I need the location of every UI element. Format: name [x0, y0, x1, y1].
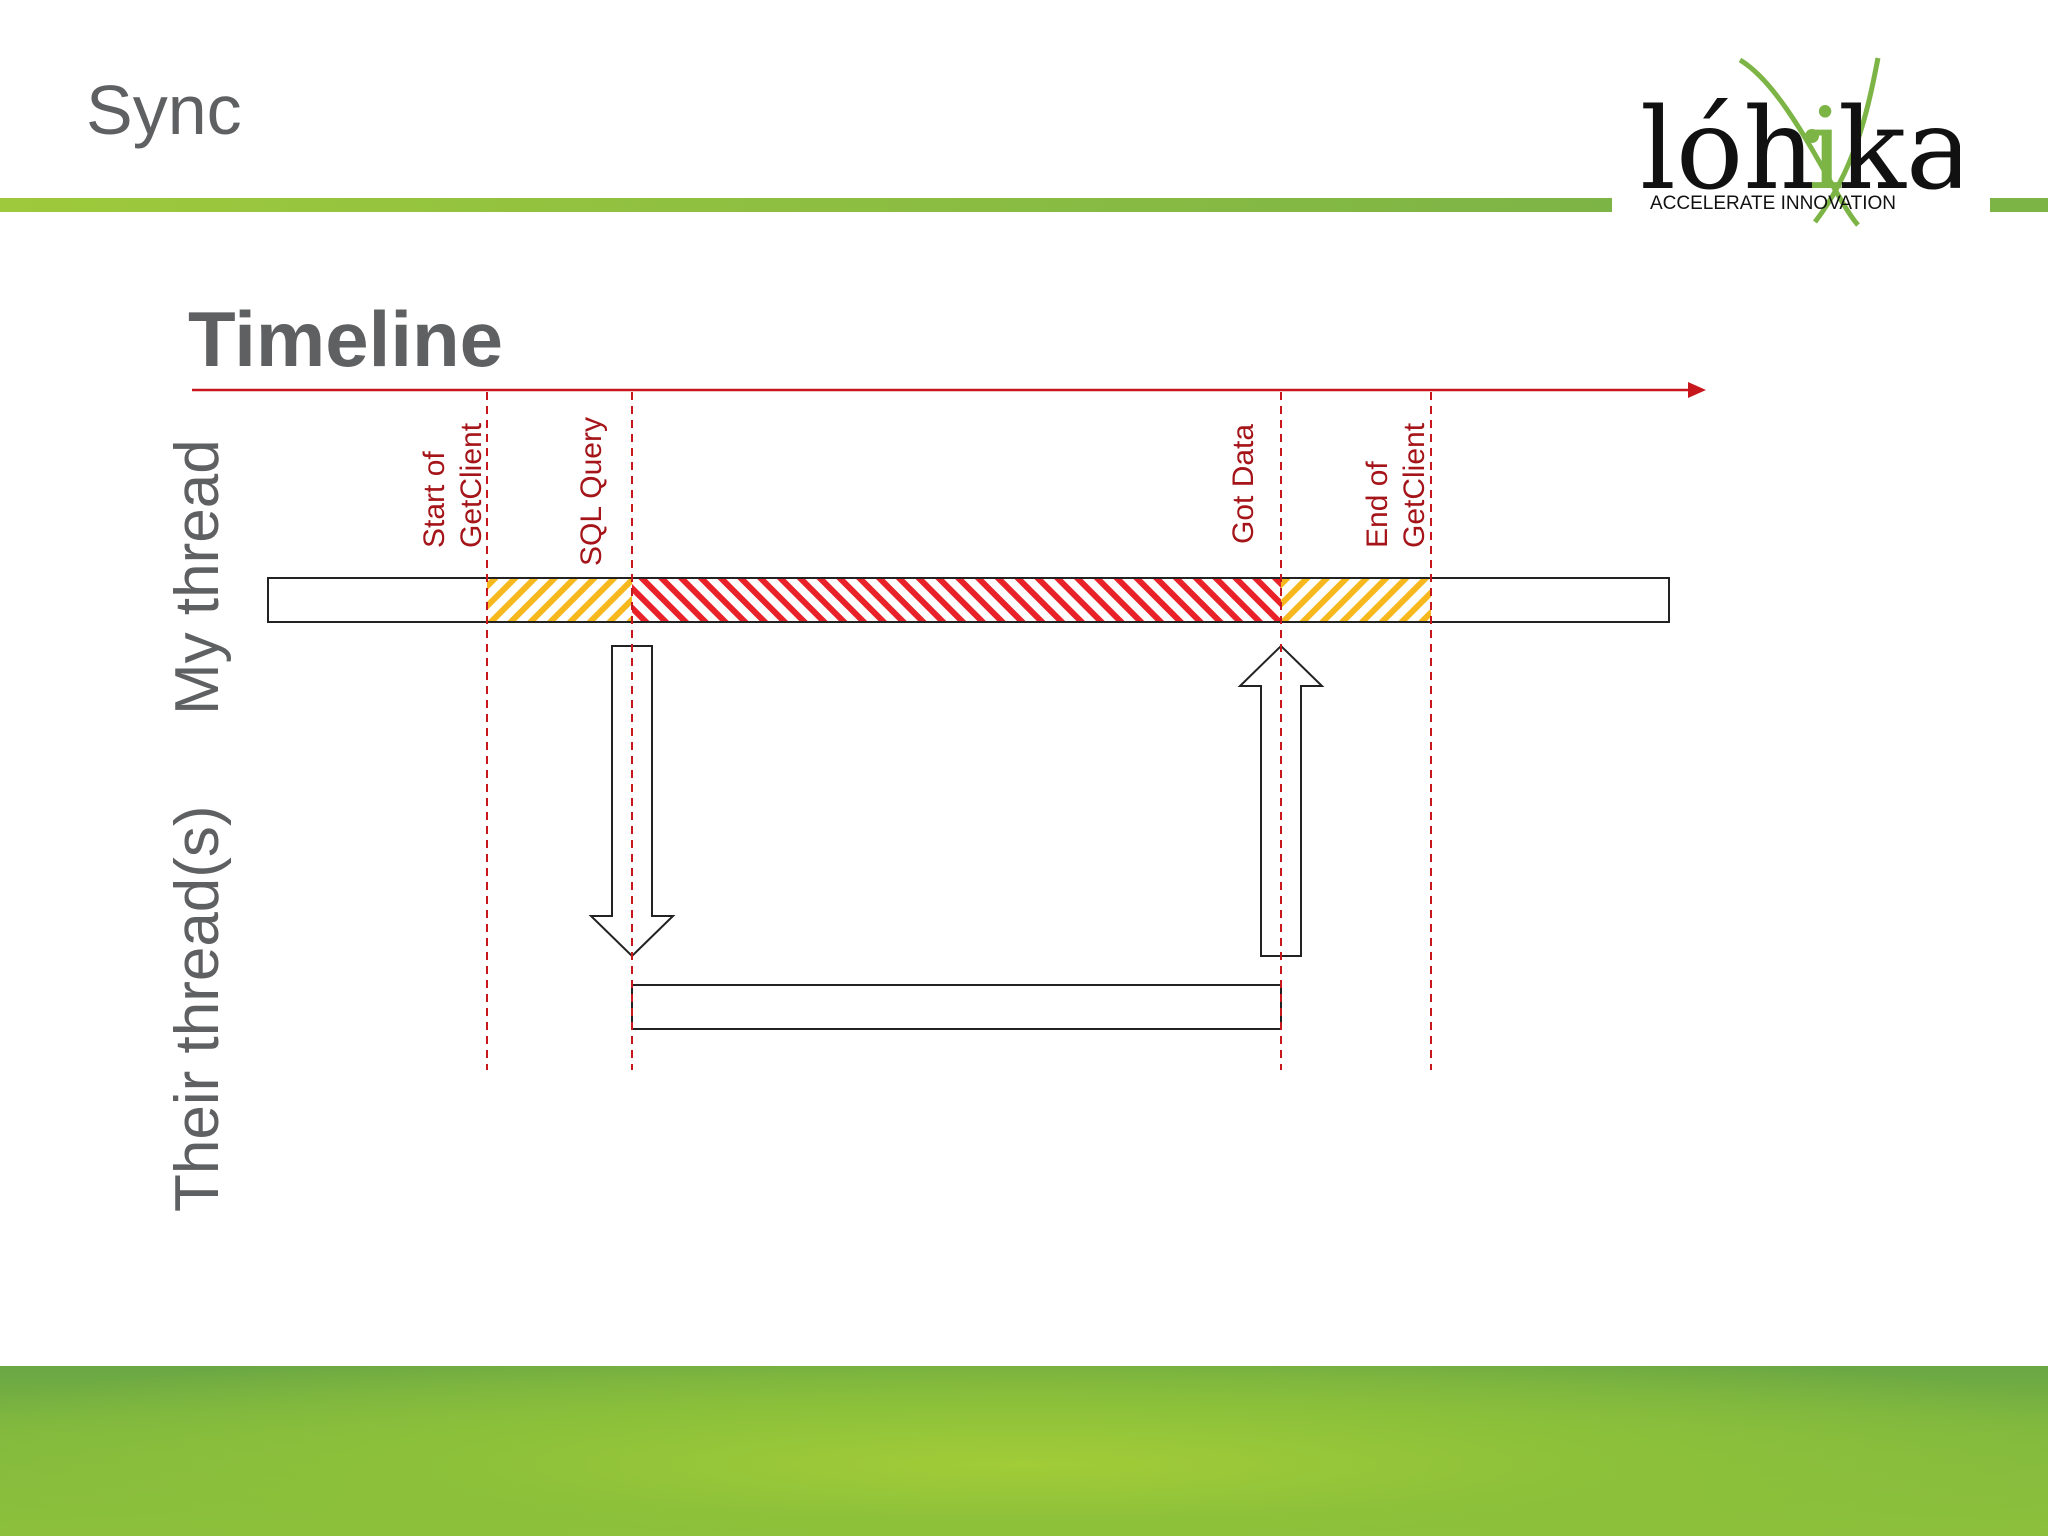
- marker-label-end-line-2: GetClient: [1398, 422, 1431, 548]
- svg-text:lóh: lóh: [1640, 85, 1815, 215]
- marker-label-sql-query: SQL Query: [575, 417, 608, 566]
- header-rule-right: [1990, 198, 2048, 212]
- svg-text:i: i: [1808, 85, 1844, 215]
- slide-title: Sync: [86, 71, 242, 149]
- lane-label-their-threads: Their thread(s): [163, 805, 232, 1212]
- blocked-segment: [632, 579, 1281, 621]
- footer-band: [0, 1366, 2048, 1536]
- marker-label-got-data: Got Data: [1227, 424, 1260, 544]
- lane-label-my-thread: My thread: [163, 439, 232, 715]
- header-rule: [0, 198, 1612, 212]
- their-thread-bar: [631, 984, 1282, 1030]
- my-thread-bar: [267, 577, 1670, 623]
- marker-label-end-of-getclient: End of GetClient: [1361, 422, 1431, 548]
- time-axis: [192, 382, 1706, 398]
- lohika-logo: lóh i ka ACCELERATE INNOVATION: [1640, 57, 1960, 227]
- svg-text:ka: ka: [1838, 85, 1960, 215]
- timeline-title: Timeline: [188, 295, 503, 383]
- marker-label-end-line-1: End of: [1361, 461, 1394, 548]
- marker-label-start-line-2: GetClient: [455, 422, 488, 548]
- marker-label-start-line-1: Start of: [418, 451, 451, 548]
- marker-label-start-of-getclient: Start of GetClient: [418, 422, 488, 548]
- wait-segment-start: [487, 579, 632, 621]
- svg-text:ACCELERATE INNOVATION: ACCELERATE INNOVATION: [1650, 193, 1896, 214]
- wait-segment-end: [1281, 579, 1431, 621]
